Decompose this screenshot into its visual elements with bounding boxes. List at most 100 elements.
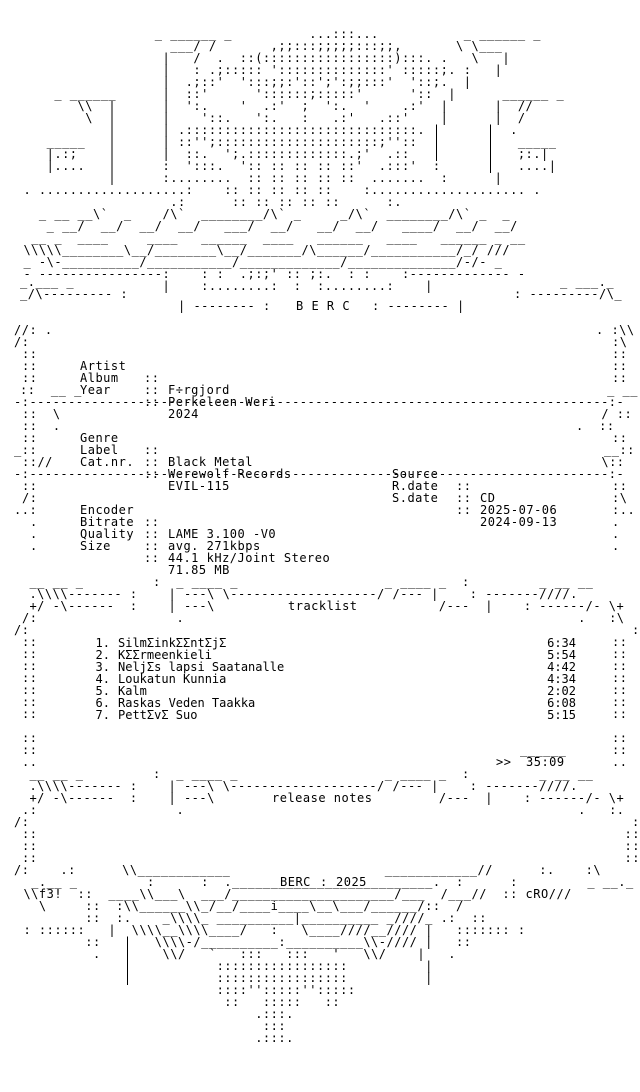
track-title: KΣΣrmeenkieli: [118, 648, 212, 662]
header-left-frame-2: _/\--------- :: [20, 287, 129, 301]
encoder-row: Encoder :: LAME 3.100 -V0: [80, 492, 276, 552]
source-value: CD: [480, 491, 496, 505]
left-border-1: /:: [14, 335, 30, 349]
left-border-12: .: [30, 527, 38, 541]
size-row: Size :: 71.85 MB: [80, 528, 229, 588]
tracklist-border-bottom-3: ..: [22, 755, 38, 769]
label-label: Label: [80, 443, 119, 457]
tracklist-border-l0: /: . . :\: [22, 611, 625, 625]
quality-sep: ::: [144, 539, 160, 553]
track-border-left: ::: [22, 659, 38, 673]
right-border-6: ::: [612, 431, 628, 445]
left-border-5: :: .: [22, 419, 61, 433]
total-rule: ______: [520, 743, 567, 757]
track-border-right: ::: [612, 659, 628, 673]
left-border-8: ::: [22, 479, 38, 493]
size-label: Size: [80, 539, 111, 553]
rule-2: -:--------------------------------------…: [14, 467, 625, 481]
track-number: 3.: [95, 660, 110, 674]
track-border-left: ::: [22, 647, 38, 661]
genre-value: Black Metal: [168, 455, 253, 469]
track-duration: 6:08: [547, 696, 576, 710]
right-border-11: .: [612, 515, 620, 529]
genre-label: Genre: [80, 431, 119, 445]
artist-sep: ::: [144, 371, 160, 385]
track-title: Raskas Veden Taakka: [118, 696, 256, 710]
track-duration: 5:54: [547, 648, 576, 662]
bitrate-value: avg. 271kbps: [168, 539, 261, 553]
tracklist-frame-end: +/ -\------ : | ---\ /--- | : ------/- \…: [14, 599, 625, 613]
rule-1: -:--------------------------------------…: [14, 395, 625, 409]
track-border-right: ::: [612, 707, 628, 721]
track-duration: 4:42: [547, 660, 576, 674]
encoder-label: Encoder: [80, 503, 135, 517]
tracklist-frame-mid: .\\\\------- : | ---\ \-----------------…: [14, 587, 578, 601]
track-border-right: ::: [612, 635, 628, 649]
notes-border-3: :: ::: [22, 839, 640, 853]
footer-group: BERC: [280, 875, 311, 889]
size-sep: ::: [144, 551, 160, 565]
genre-row: Genre :: Black Metal Source :: CD: [80, 420, 495, 516]
tracklist-frame-top: __ __ _ : _ ____ _ _ ____ _ : _ __ __: [14, 575, 594, 589]
year-sep: ::: [144, 395, 160, 409]
album-value: Perkeleen Weri: [168, 395, 277, 409]
catnr-value: EVIL-115: [168, 479, 230, 493]
right-border-7: __::: [604, 443, 635, 457]
top-ascii-art: _ ______ _ ...:::... _ ______ _ ___/ / ,…: [23, 27, 565, 293]
track-title: Loukatun Kunnia: [118, 672, 227, 686]
track-border-left: ::: [22, 635, 38, 649]
tracklist-border-bottom-3r: ..: [612, 755, 628, 769]
artist-label: Artist: [80, 359, 127, 373]
source-sep: ::: [456, 479, 472, 493]
tracklist-border-bottom: ::: [22, 731, 38, 745]
source-label: Source: [392, 467, 439, 481]
artist-value: F÷rgjord: [168, 383, 230, 397]
track-border-left: ::: [22, 683, 38, 697]
track-number: 7.: [95, 708, 110, 722]
sdate-sep: ::: [456, 503, 472, 517]
track-row: 6. Raskas Veden Taakka 6:08: [86, 696, 576, 710]
total-duration: 35:09: [526, 755, 565, 769]
right-border-9: :\: [612, 491, 628, 505]
encoder-sep: ::: [144, 515, 160, 529]
tracklist-heading: tracklist: [288, 599, 358, 613]
bitrate-row: Bitrate :: avg. 271kbps: [80, 504, 260, 564]
left-border-2: ::: [22, 347, 38, 361]
quality-label: Quality: [80, 527, 135, 541]
artist-row: Artist :: F÷rgjord: [80, 348, 229, 408]
header-right-frame-2: : ---------/\_: [514, 287, 623, 301]
right-border-5: . ::: [576, 419, 615, 433]
rule-top-small: :: __ _ _ __ ::: [20, 383, 640, 397]
tracklist-border-bottom-2: ::: [22, 743, 38, 757]
right-border-12: .: [612, 527, 620, 541]
track-number: 5.: [95, 684, 110, 698]
catnr-sep: ::: [144, 467, 160, 481]
notes-heading: release notes: [272, 791, 373, 805]
sdate-label: S.date: [392, 491, 439, 505]
left-border-13: .: [30, 539, 38, 553]
album-row: Album :: Perkeleen Weri: [80, 360, 276, 420]
track-duration: 6:34: [547, 636, 576, 650]
track-border-right: ::: [612, 671, 628, 685]
sdate-value: 2024-09-13: [480, 515, 558, 529]
bottom-ascii-art: _.__ _ : : .__________________________. …: [23, 875, 634, 1045]
rule-1b: :: \ / ::: [22, 407, 633, 421]
right-border-3: ::: [612, 359, 628, 373]
track-border-right: ::: [612, 647, 628, 661]
track-title: SilmΣinkΣΣntΣjΣ: [118, 636, 227, 650]
album-label: Album: [80, 371, 119, 385]
album-sep: ::: [144, 383, 160, 397]
year-row: Year :: 2024: [80, 372, 198, 432]
encoder-value: LAME 3.100 -V0: [168, 527, 277, 541]
notes-border-5: /: .: \\____________ ____________// :. :…: [14, 863, 602, 877]
tracklist-border-l1: /: :\: [14, 623, 640, 637]
total-marker: >>: [496, 755, 512, 769]
rdate-value: 2025-07-06: [480, 503, 558, 517]
track-number: 6.: [95, 696, 110, 710]
right-border-8: ::: [612, 479, 628, 493]
right-border-1: :\: [612, 335, 628, 349]
